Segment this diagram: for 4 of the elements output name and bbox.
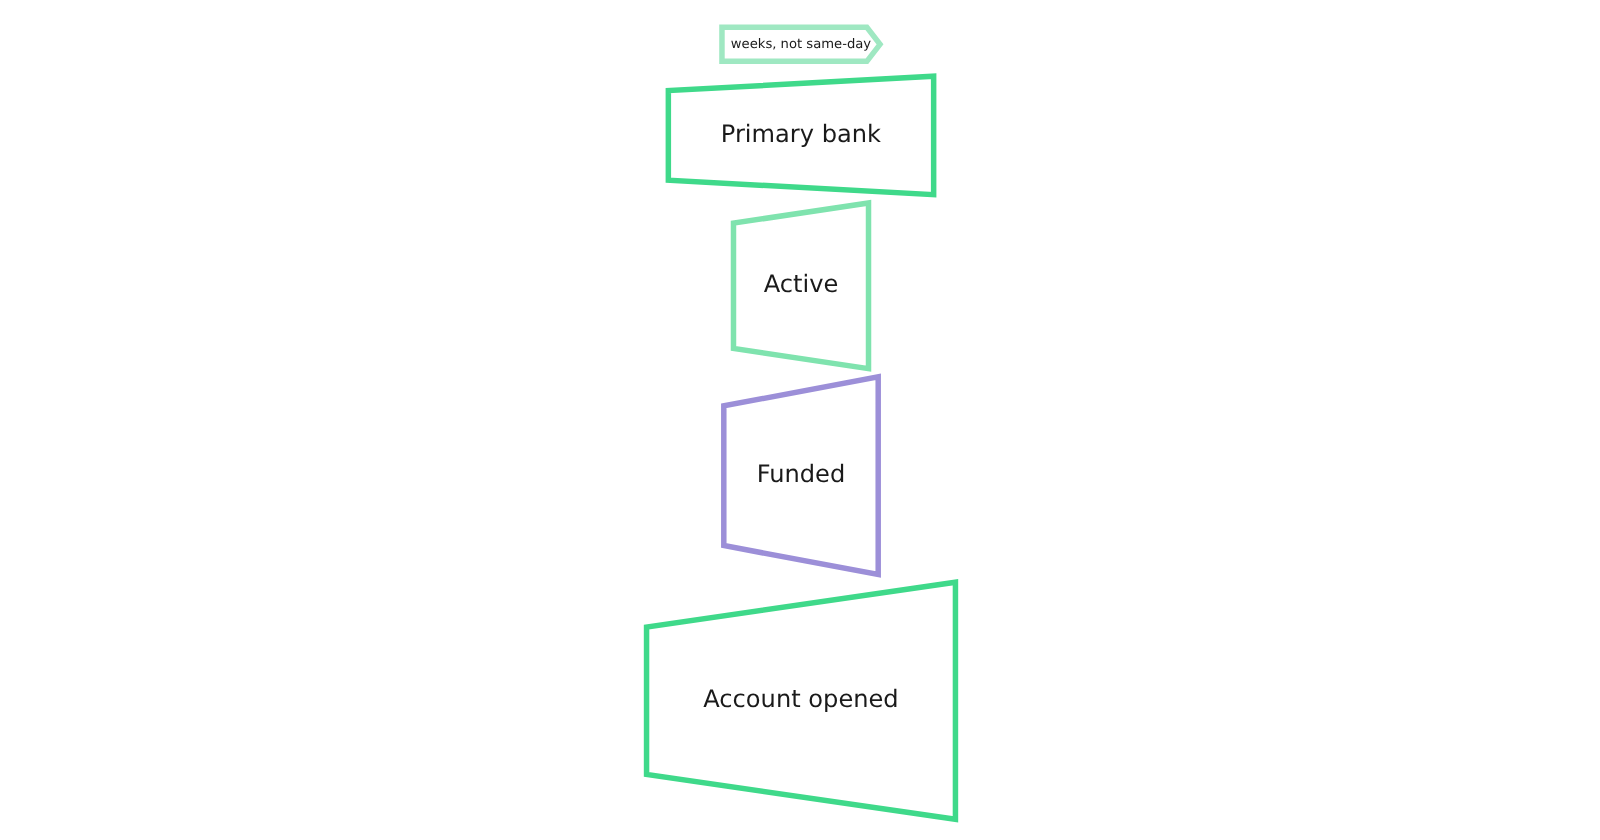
node-box: Primary bank [664,73,936,198]
node-box: Account opened [642,579,958,823]
node-box: Active [729,199,871,372]
node-box: Funded [720,373,880,578]
